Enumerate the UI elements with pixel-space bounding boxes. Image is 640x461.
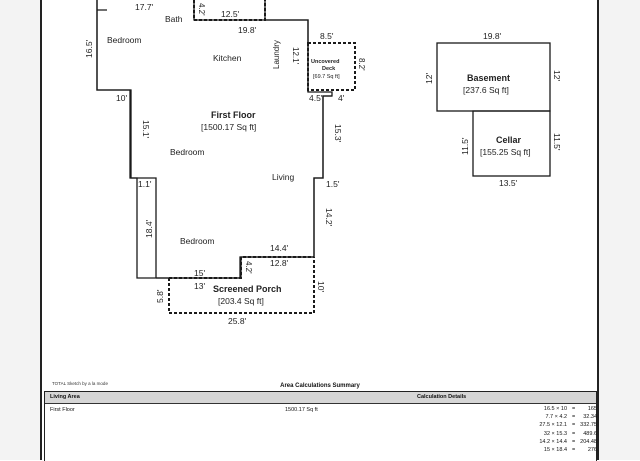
dim-12-5: 12.5'	[221, 9, 240, 19]
basement-area: [237.6 Sq ft]	[463, 85, 509, 95]
room-bedroom-bottom: Bedroom	[180, 236, 215, 246]
deck-title-line2: Deck	[322, 66, 336, 72]
room-kitchen: Kitchen	[213, 53, 242, 63]
calc-row: 27.5 × 12.1 = 332.75	[515, 422, 597, 430]
porch-title: Screened Porch	[213, 284, 282, 294]
porch-dim-13: 13'	[194, 281, 205, 291]
dim-14-4: 14.4'	[270, 243, 289, 253]
deck-dim-8-2: 8.2'	[357, 58, 366, 71]
calc-expr: 14.2 × 14.4	[539, 438, 567, 445]
deck-dim-8-5: 8.5'	[320, 31, 334, 41]
sketch-credit: TOTAL Sketch by a la mode	[52, 381, 108, 386]
calc-val: 276	[587, 446, 597, 453]
dim-4-2-bottom: 4.2'	[244, 261, 253, 274]
calc-expr: 7.7 × 4.2	[545, 414, 567, 421]
deck-area: [69.7 Sq ft]	[313, 74, 340, 80]
calc-val: 204.48	[580, 438, 597, 445]
calc-details-header: Calculation Details	[417, 394, 467, 400]
dim-15-3: 15.3'	[333, 124, 343, 143]
calc-eq: =	[572, 446, 576, 453]
dim-14-2: 14.2'	[324, 208, 334, 227]
calc-val: 32.34	[583, 414, 597, 421]
calc-eq: =	[572, 430, 576, 437]
porch-top-edge	[169, 256, 314, 279]
calc-row: 7.7 × 4.2 = 32.34	[515, 414, 597, 422]
first-floor-title: First Floor	[211, 110, 256, 120]
basement-dim-12-right: 12'	[552, 70, 562, 81]
calc-row: 32 × 15.3 = 489.6	[515, 431, 597, 439]
left-margin	[0, 0, 40, 460]
page-border-right	[597, 0, 599, 460]
calc-expr: 32 × 15.3	[543, 430, 567, 437]
deck-title: Uncovered	[311, 59, 339, 65]
dim-1-1: 1.1'	[138, 179, 152, 189]
calc-row: 14.2 × 14.4 = 204.48	[515, 439, 597, 447]
dim-12-8: 12.8'	[270, 258, 289, 268]
first-floor-area: [1500.17 Sq ft]	[201, 122, 256, 132]
dim-15-1: 15.1'	[141, 120, 151, 139]
cellar-area: [155.25 Sq ft]	[480, 147, 531, 157]
cellar-title: Cellar	[496, 135, 522, 145]
basement-dim-19-8: 19.8'	[483, 31, 502, 41]
basement-dim-12-left: 12'	[424, 73, 434, 84]
room-bath: Bath	[165, 14, 183, 24]
porch-dim-10: 10'	[316, 281, 326, 292]
room-living: Living	[272, 172, 294, 182]
area-summary-table: Living Area Calculation Details First Fl…	[44, 391, 597, 461]
dim-17-7: 17.7'	[135, 2, 154, 12]
dim-12-1: 12.1'	[291, 47, 300, 65]
porch-outline	[168, 257, 315, 314]
dim-19-8-top: 19.8'	[238, 25, 257, 35]
calc-val: 165	[587, 406, 597, 412]
calc-list: 16.5 × 10 = 165 7.7 × 4.2 = 32.34 27.5 ×…	[515, 406, 597, 455]
page-border-left	[40, 0, 42, 460]
calc-row: 16.5 × 10 = 165	[515, 406, 597, 414]
dim-15: 15'	[194, 268, 205, 278]
cellar-dim-13-5: 13.5'	[499, 178, 518, 188]
summary-row-area: 1500.17 Sq ft	[285, 407, 318, 413]
room-laundry: Laundry	[272, 40, 281, 69]
dim-4-5: 4.5'	[309, 93, 323, 103]
dim-10-left: 10'	[116, 93, 127, 103]
summary-title: Area Calculations Summary	[280, 383, 360, 389]
right-margin	[598, 0, 640, 460]
first-floor-outline	[97, 0, 107, 10]
calc-eq: =	[572, 438, 576, 445]
calc-expr: 27.5 × 12.1	[539, 422, 567, 429]
porch-dim-5-8: 5.8'	[155, 289, 165, 303]
deck-outline	[307, 42, 356, 91]
cellar-dim-11-5-right: 11.5'	[552, 133, 562, 151]
dim-18-4: 18.4'	[144, 219, 154, 238]
calc-eq: =	[572, 422, 576, 429]
calc-val: 332.75	[580, 422, 597, 429]
cellar-outline	[472, 110, 551, 177]
room-bedroom-mid: Bedroom	[170, 147, 205, 157]
living-area-header: Living Area	[50, 394, 80, 400]
calc-row: 15 × 18.4 = 276	[515, 447, 597, 455]
basement-title: Basement	[467, 73, 510, 83]
first-floor-wall-left	[96, 0, 157, 278]
dim-16-5: 16.5'	[84, 39, 94, 58]
summary-header-row: Living Area Calculation Details	[45, 392, 596, 404]
summary-row-name: First Floor	[50, 407, 75, 413]
calc-eq: =	[572, 414, 576, 421]
room-bedroom-top: Bedroom	[107, 35, 142, 45]
dim-4-2-top: 4.2'	[197, 3, 206, 16]
calc-expr: 15 × 18.4	[543, 446, 567, 453]
dim-1-5: 1.5'	[326, 179, 340, 189]
calc-expr: 16.5 × 10	[543, 406, 567, 412]
calc-eq: =	[572, 406, 576, 412]
bath-dashed-area	[193, 0, 266, 21]
porch-dim-25-8: 25.8'	[228, 316, 247, 326]
porch-area: [203.4 Sq ft]	[218, 296, 264, 306]
cellar-dim-11-5-left: 11.5'	[460, 137, 470, 155]
calc-val: 489.6	[583, 430, 597, 437]
dim-4: 4'	[338, 93, 345, 103]
first-floor-wall-top	[193, 0, 309, 92]
